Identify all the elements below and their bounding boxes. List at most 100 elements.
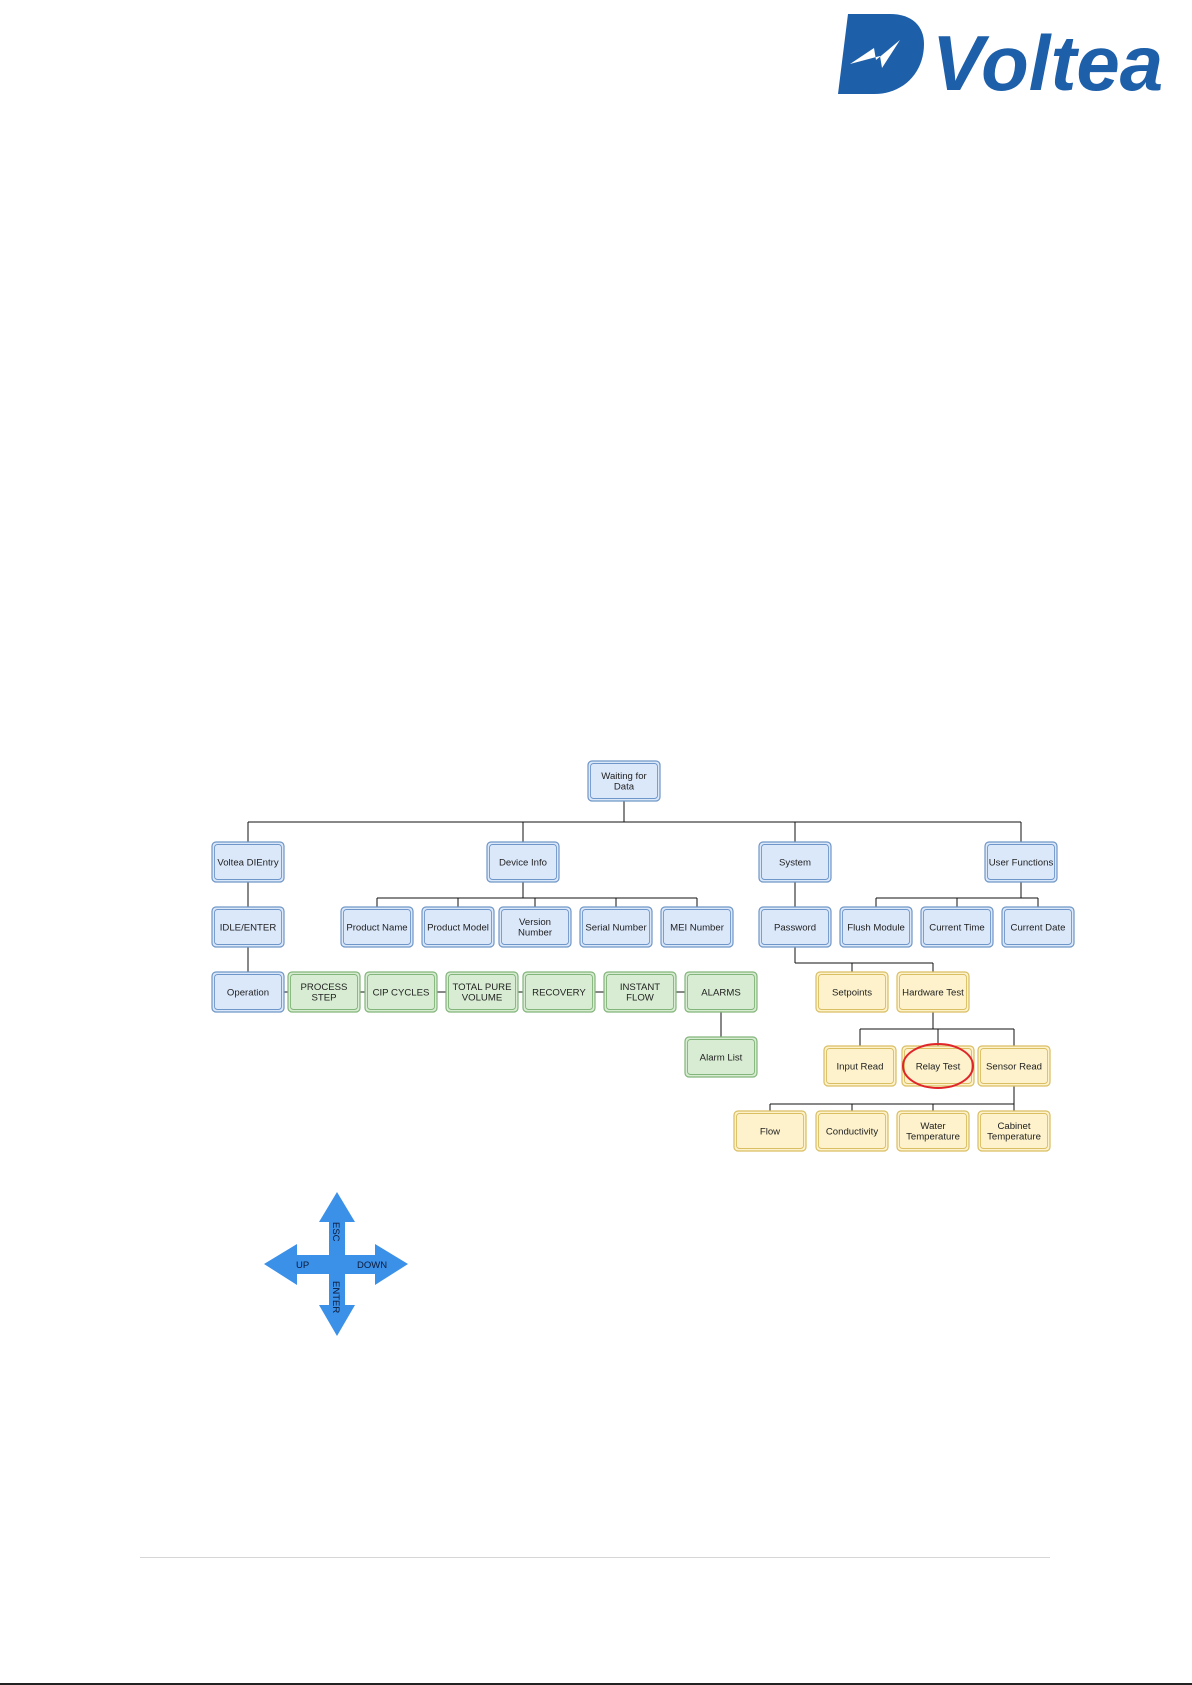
node-idle-enter-inner-frame [214, 909, 282, 945]
node-relay-test: Relay Test [901, 1045, 975, 1087]
relay-test-highlight-circle [902, 1043, 974, 1089]
node-system-frame [758, 841, 832, 883]
node-process-step-label: PROCESS [301, 982, 348, 993]
node-product-model-frame [421, 906, 495, 948]
node-conductivity-frame [815, 1110, 889, 1152]
node-alarms-frame [684, 971, 758, 1013]
node-operation-frame [211, 971, 285, 1013]
node-password-inner-frame [761, 909, 829, 945]
node-total-pure-volume-inner-frame [448, 974, 516, 1010]
node-sensor-read-frame [977, 1045, 1051, 1087]
node-user-functions-label: User Functions [989, 857, 1054, 868]
navigation-pad: UP DOWN ESC ENTER [264, 1192, 408, 1336]
nav-up-label: UP [296, 1260, 309, 1271]
node-recovery-label: RECOVERY [532, 987, 586, 998]
node-alarm-list-frame [684, 1036, 758, 1078]
connector-lines [247, 801, 1039, 1111]
nav-enter-label: ENTER [330, 1281, 341, 1313]
node-alarms-inner-frame [687, 974, 755, 1010]
node-water-temperature-label: Water [920, 1121, 946, 1132]
node-product-name: Product Name [340, 906, 414, 948]
node-password-frame [758, 906, 832, 948]
node-cip-cycles-label: CIP CYCLES [373, 987, 430, 998]
node-flow-frame [733, 1110, 807, 1152]
node-root-label: Data [614, 782, 635, 793]
node-instant-flow-inner-frame [606, 974, 674, 1010]
node-process-step-inner-frame [290, 974, 358, 1010]
node-mei-number-label: MEI Number [670, 922, 725, 933]
node-alarms: ALARMS [684, 971, 758, 1013]
node-total-pure-volume-frame [445, 971, 519, 1013]
node-input-read-label: Input Read [837, 1061, 884, 1072]
node-total-pure-volume-label: TOTAL PURE [453, 982, 512, 993]
footer-divider [140, 1557, 1050, 1558]
node-version-number-inner-frame [501, 909, 569, 945]
node-recovery-frame [522, 971, 596, 1013]
node-password-label: Password [774, 922, 816, 933]
node-flow: Flow [733, 1110, 807, 1152]
node-input-read-inner-frame [826, 1048, 894, 1084]
node-mei-number-inner-frame [663, 909, 731, 945]
node-current-time-frame [920, 906, 994, 948]
node-system-inner-frame [761, 844, 829, 880]
node-product-name-frame [340, 906, 414, 948]
node-setpoints-frame [815, 971, 889, 1013]
node-total-pure-volume-label: VOLUME [462, 993, 503, 1004]
logo-wordmark: Voltea [932, 19, 1163, 100]
node-alarms-label: ALARMS [701, 987, 740, 998]
node-current-time-label: Current Time [929, 922, 984, 933]
node-setpoints: Setpoints [815, 971, 889, 1013]
node-cabinet-temperature-label: Cabinet [997, 1121, 1030, 1132]
node-cabinet-temperature-frame [977, 1110, 1051, 1152]
node-process-step-label: STEP [311, 993, 336, 1004]
node-recovery: RECOVERY [522, 971, 596, 1013]
node-cip-cycles-inner-frame [367, 974, 435, 1010]
node-flow-inner-frame [736, 1113, 804, 1149]
node-product-name-inner-frame [343, 909, 411, 945]
node-operation-inner-frame [214, 974, 282, 1010]
node-hardware-test-label: Hardware Test [902, 987, 964, 998]
node-voltea-dientry-label: Voltea DIEntry [217, 857, 279, 868]
node-voltea-dientry: Voltea DIEntry [211, 841, 285, 883]
node-device-info-inner-frame [489, 844, 557, 880]
node-current-date-inner-frame [1004, 909, 1072, 945]
node-voltea-dientry-inner-frame [214, 844, 282, 880]
node-hardware-test-inner-frame [899, 974, 967, 1010]
node-operation-label: Operation [227, 987, 269, 998]
node-voltea-dientry-frame [211, 841, 285, 883]
node-current-time-inner-frame [923, 909, 991, 945]
node-version-number-label: Number [518, 928, 553, 939]
page-bottom-rule [0, 1683, 1192, 1685]
node-user-functions-frame [984, 841, 1058, 883]
node-input-read: Input Read [823, 1045, 897, 1087]
node-sensor-read-label: Sensor Read [986, 1061, 1042, 1072]
node-recovery-inner-frame [525, 974, 593, 1010]
node-water-temperature-label: Temperature [906, 1132, 960, 1143]
node-instant-flow-frame [603, 971, 677, 1013]
node-flow-label: Flow [760, 1126, 780, 1137]
node-user-functions: User Functions [984, 841, 1058, 883]
node-flush-module-frame [839, 906, 913, 948]
node-conductivity-label: Conductivity [826, 1126, 878, 1137]
node-instant-flow-label: FLOW [626, 993, 655, 1004]
node-version-number-label: Version [519, 917, 551, 928]
node-product-model-inner-frame [424, 909, 492, 945]
node-root-frame [587, 760, 661, 802]
node-water-temperature-frame [896, 1110, 970, 1152]
node-device-info-frame [486, 841, 560, 883]
node-flush-module-label: Flush Module [847, 922, 905, 933]
node-current-time: Current Time [920, 906, 994, 948]
node-root-inner-frame [590, 763, 658, 799]
node-cabinet-temperature-inner-frame [980, 1113, 1048, 1149]
node-conductivity: Conductivity [815, 1110, 889, 1152]
node-flush-module: Flush Module [839, 906, 913, 948]
node-serial-number-label: Serial Number [585, 922, 647, 933]
node-input-read-frame [823, 1045, 897, 1087]
node-cabinet-temperature-label: Temperature [987, 1132, 1041, 1143]
